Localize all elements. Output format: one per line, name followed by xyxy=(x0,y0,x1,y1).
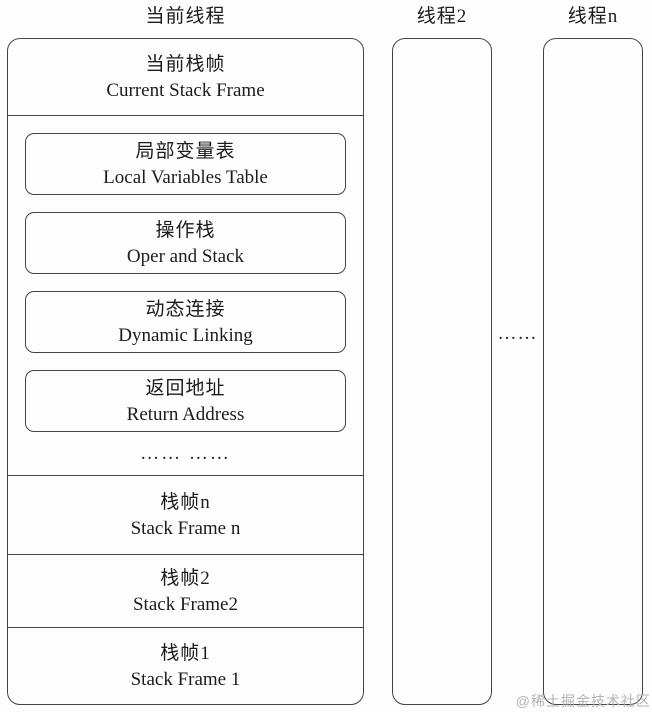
operand-stack-label-en: Oper and Stack xyxy=(126,245,245,267)
current-stack-frame-section: 当前栈帧 Current Stack Frame xyxy=(8,39,363,116)
threads-ellipsis: …… xyxy=(497,323,538,344)
stack-frame-2-section: 栈帧2 Stack Frame2 xyxy=(8,555,363,628)
return-address-label-zh: 返回地址 xyxy=(145,377,226,399)
stack-frame-1-label-zh: 栈帧1 xyxy=(160,642,211,664)
local-variables-table-label-zh: 局部变量表 xyxy=(135,140,236,162)
watermark: @稀土掘金技术社区 xyxy=(515,693,651,709)
local-variables-table-label-en: Local Variables Table xyxy=(103,166,268,188)
stack-frame-2-label-zh: 栈帧2 xyxy=(160,567,211,589)
frame-contents-section: 局部变量表 Local Variables Table 操作栈 Oper and… xyxy=(8,116,363,476)
return-address-label-en: Return Address xyxy=(126,403,245,425)
return-address-box: 返回地址 Return Address xyxy=(25,370,346,432)
thread2-stack-box xyxy=(392,38,492,705)
stack-frame-1-label-en: Stack Frame 1 xyxy=(130,668,241,690)
current-stack-frame-label-zh: 当前栈帧 xyxy=(145,53,226,75)
operand-stack-label-zh: 操作栈 xyxy=(155,219,216,241)
stack-frame-1-section: 栈帧1 Stack Frame 1 xyxy=(8,628,363,704)
stack-frame-n-label-zh: 栈帧n xyxy=(160,491,211,513)
dynamic-linking-label-en: Dynamic Linking xyxy=(118,324,253,346)
stack-frame-n-label-en: Stack Frame n xyxy=(130,517,241,539)
stack-frame-2-label-en: Stack Frame2 xyxy=(132,593,238,615)
dynamic-linking-label-zh: 动态连接 xyxy=(145,298,226,320)
current-thread-stack-box: 当前栈帧 Current Stack Frame 局部变量表 Local Var… xyxy=(7,38,364,705)
stack-frame-n-section: 栈帧n Stack Frame n xyxy=(8,476,363,555)
current-thread-title: 当前线程 xyxy=(145,6,226,27)
local-variables-table-box: 局部变量表 Local Variables Table xyxy=(25,133,346,195)
frame-parts-ellipsis: …… …… xyxy=(140,442,231,464)
threadn-title: 线程n xyxy=(567,6,619,27)
current-stack-frame-label-en: Current Stack Frame xyxy=(106,79,265,101)
operand-stack-box: 操作栈 Oper and Stack xyxy=(25,212,346,274)
threadn-stack-box xyxy=(543,38,643,705)
dynamic-linking-box: 动态连接 Dynamic Linking xyxy=(25,291,346,353)
thread2-title: 线程2 xyxy=(416,6,468,27)
